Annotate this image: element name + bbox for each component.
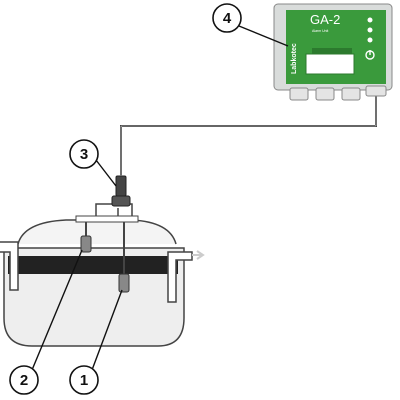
control-unit: Labkotec GA-2 Alarm Unit: [273, 3, 393, 101]
callout-2: 2: [9, 365, 39, 395]
device-model: GA-2: [310, 12, 340, 27]
outlet-pipe: [167, 251, 193, 303]
main-cable: [120, 92, 377, 176]
inlet-pipe: [0, 241, 19, 291]
device-brand: Labkotec: [291, 43, 298, 74]
separator-tank: [0, 219, 205, 347]
cable-junction: [111, 195, 131, 207]
cable-gland: [115, 175, 127, 197]
callout-3: 3: [69, 139, 99, 169]
callout-1: 1: [69, 365, 99, 395]
flow-arrow-icon: [192, 250, 205, 260]
device-subtitle: Alarm Unit: [312, 29, 328, 33]
svg-text:4: 4: [223, 10, 232, 27]
device-cable-glands: [289, 85, 387, 101]
device-display-window: [305, 53, 355, 75]
lower-sensor: [118, 273, 130, 293]
sensor-assembly: [75, 175, 139, 293]
indicator-led-3: [367, 37, 373, 43]
callout-4: 4: [212, 3, 242, 33]
callout-leaders: [31, 25, 289, 371]
liquid-layer: [8, 256, 178, 274]
mounting-bracket: [75, 215, 139, 223]
indicator-led-2: [367, 27, 373, 33]
svg-text:1: 1: [80, 372, 88, 389]
svg-text:2: 2: [20, 372, 28, 389]
indicator-led-1: [367, 17, 373, 23]
svg-text:3: 3: [80, 146, 88, 163]
tank-top: [17, 219, 177, 245]
upper-sensor: [80, 235, 92, 253]
